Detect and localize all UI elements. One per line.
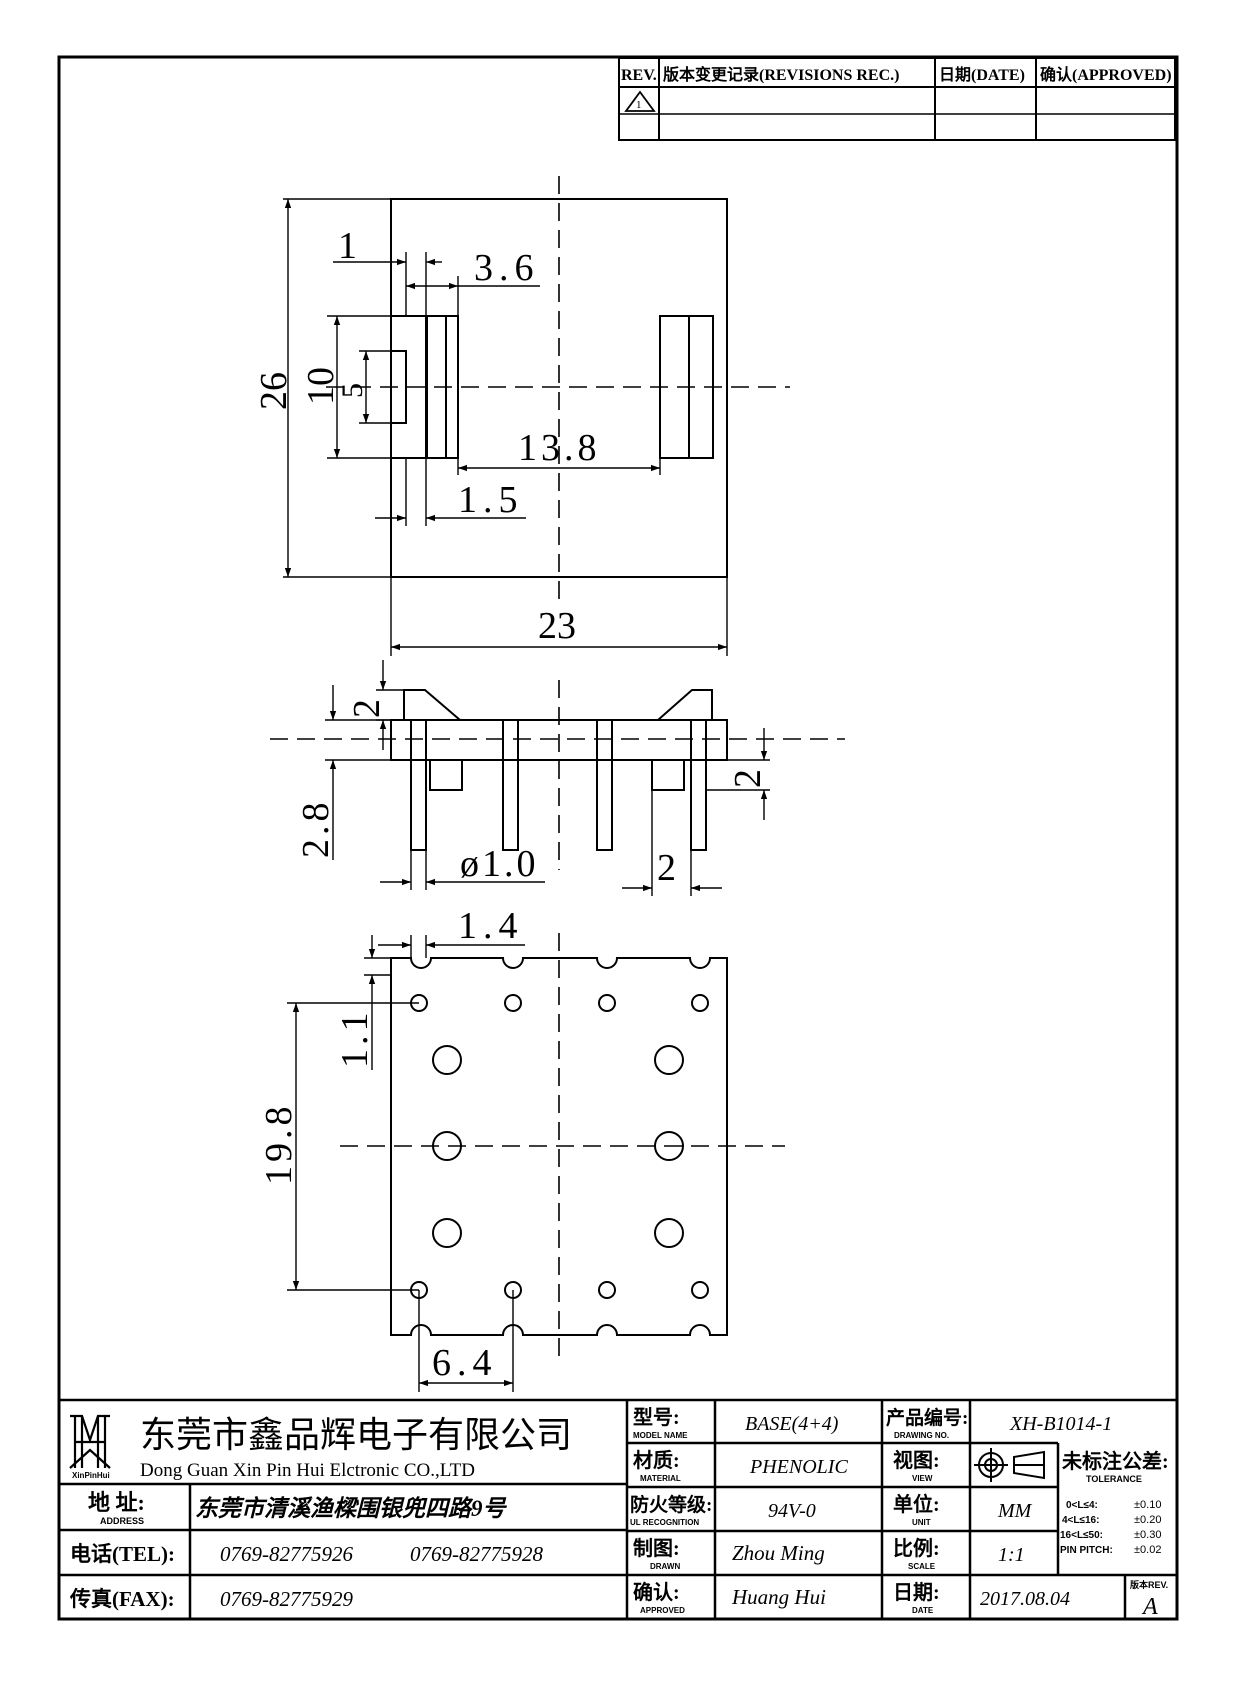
dim-1-label: 1 [338, 225, 357, 267]
approved-label-en: APPROVED [640, 1606, 685, 1615]
projection-symbol-icon [974, 1448, 1045, 1482]
unit-value: MM [997, 1500, 1033, 1522]
revision-table: REV. 版本变更记录(REVISIONS REC.) 日期(DATE) 确认(… [618, 57, 1176, 141]
approved-header: 确认(APPROVED) [1040, 65, 1172, 84]
tolerance-value-3: ±0.30 [1134, 1529, 1161, 1541]
address-label-en: ADDRESS [100, 1516, 144, 1526]
drawn-label: 制图: [633, 1537, 680, 1560]
bottom-view-dimensions [287, 935, 525, 1392]
rev-label: 版本REV. [1129, 1579, 1168, 1590]
dim-1-1-label: 1.1 [334, 1009, 376, 1069]
tolerance-range-1: 0<L≤4: [1066, 1500, 1098, 1511]
model-label: 型号: [633, 1406, 680, 1429]
drawn-value: Zhou Ming [732, 1541, 825, 1565]
date-value: 2017.08.04 [980, 1588, 1070, 1610]
dim-3-6-label: 3.6 [474, 247, 540, 289]
dim-19-8-label: 19.8 [258, 1103, 300, 1186]
dim-13-8-label: 13.8 [518, 427, 601, 469]
fax-value: 0769-82775929 [220, 1587, 353, 1611]
tolerance-value-1: ±0.10 [1134, 1499, 1161, 1511]
dim-5-label: 5 [336, 383, 369, 398]
dim-2-top-label: 2 [346, 699, 388, 718]
top-view [326, 176, 790, 606]
rev-header: REV. [621, 67, 657, 84]
dim-2-8-label: 2.8 [295, 799, 337, 859]
model-label-en: MODEL NAME [633, 1431, 688, 1440]
date-header: 日期(DATE) [939, 65, 1025, 84]
tolerance-value-4: ±0.02 [1134, 1544, 1161, 1556]
drawing-no-label-en: DRAWING NO. [894, 1431, 949, 1440]
title-block-text: 东莞市鑫品辉电子有限公司 Dong Guan Xin Pin Hui Elctr… [69, 1406, 1169, 1620]
rev-triangle-icon [624, 90, 656, 112]
scale-label-en: SCALE [908, 1562, 936, 1571]
drawing-border [57, 55, 1179, 1621]
tel-value-1: 0769-82775926 [220, 1542, 353, 1566]
rev-value: A [1141, 1594, 1158, 1620]
top-view-dimensions [283, 198, 728, 656]
dim-pin-diameter-label: ø1.0 [460, 843, 539, 885]
side-view-dimension-labels: 2 2.8 ø1.0 2 2 [295, 699, 769, 889]
approved-value: Huang Hui [731, 1585, 826, 1609]
tolerance-range-3: 16<L≤50: [1060, 1530, 1103, 1541]
rev-triangle-number: 1 [636, 99, 642, 111]
view-label-en: VIEW [912, 1474, 933, 1483]
fire-label-en: UL RECOGNITION [630, 1518, 699, 1527]
tolerance-range-2: 4<L≤16: [1062, 1515, 1099, 1526]
logo-text: XinPinHui [72, 1471, 110, 1480]
side-view [270, 680, 845, 870]
top-view-dimension-labels: 1 3.6 26 10 5 13.8 1.5 23 [253, 225, 601, 647]
material-label: 材质: [633, 1449, 680, 1472]
scale-label: 比例: [893, 1536, 940, 1560]
tolerance-label-en: TOLERANCE [1086, 1474, 1142, 1484]
drawing-no-label: 产品编号: [886, 1406, 968, 1429]
drawn-label-en: DRAWN [650, 1562, 680, 1571]
drawing-no-value: XH-B1014-1 [1009, 1413, 1112, 1435]
material-value: PHENOLIC [749, 1456, 848, 1478]
approved-label: 确认: [633, 1580, 680, 1604]
scale-value: 1:1 [998, 1544, 1025, 1566]
fax-label: 传真(FAX): [69, 1587, 175, 1611]
tolerance-label: 未标注公差: [1062, 1449, 1169, 1473]
dim-23-label: 23 [538, 605, 576, 647]
date-label-en: DATE [912, 1606, 934, 1615]
unit-label: 单位: [893, 1492, 940, 1516]
title-block-grid [59, 1398, 1177, 1619]
tel-label: 电话(TEL): [70, 1542, 175, 1566]
bottom-view [340, 933, 785, 1360]
bottom-view-dimension-labels: 1.4 1.1 19.8 6.4 [258, 905, 524, 1384]
unit-label-en: UNIT [912, 1518, 931, 1527]
side-view-dimensions [325, 660, 770, 896]
dim-1-5-label: 1.5 [458, 479, 524, 521]
fire-value: 94V-0 [768, 1500, 816, 1522]
material-label-en: MATERIAL [640, 1474, 681, 1483]
company-name-en: Dong Guan Xin Pin Hui Elctronic CO.,LTD [140, 1460, 475, 1481]
address-value: 东莞市清溪渔樑围银兜四路9号 [195, 1495, 508, 1521]
tolerance-value-2: ±0.20 [1134, 1514, 1161, 1526]
tolerance-range-4: PIN PITCH: [1060, 1545, 1113, 1556]
dim-2-right-label: 2 [727, 769, 769, 788]
date-label: 日期: [893, 1581, 940, 1604]
dim-26-label: 26 [253, 372, 295, 410]
dim-6-4-label: 6.4 [432, 1342, 498, 1384]
model-value: BASE(4+4) [745, 1413, 839, 1435]
dim-10-label: 10 [300, 367, 342, 405]
revisions-header: 版本变更记录(REVISIONS REC.) [662, 65, 899, 84]
fire-label: 防火等级: [630, 1493, 712, 1516]
tel-value-2: 0769-82775928 [410, 1542, 543, 1566]
view-label: 视图: [893, 1449, 940, 1472]
company-logo [69, 1414, 111, 1469]
dim-2-bottom-label: 2 [657, 847, 676, 889]
dim-1-4-label: 1.4 [458, 905, 524, 947]
company-name-cn: 东莞市鑫品辉电子有限公司 [140, 1415, 572, 1455]
address-label: 地 址: [88, 1490, 145, 1515]
